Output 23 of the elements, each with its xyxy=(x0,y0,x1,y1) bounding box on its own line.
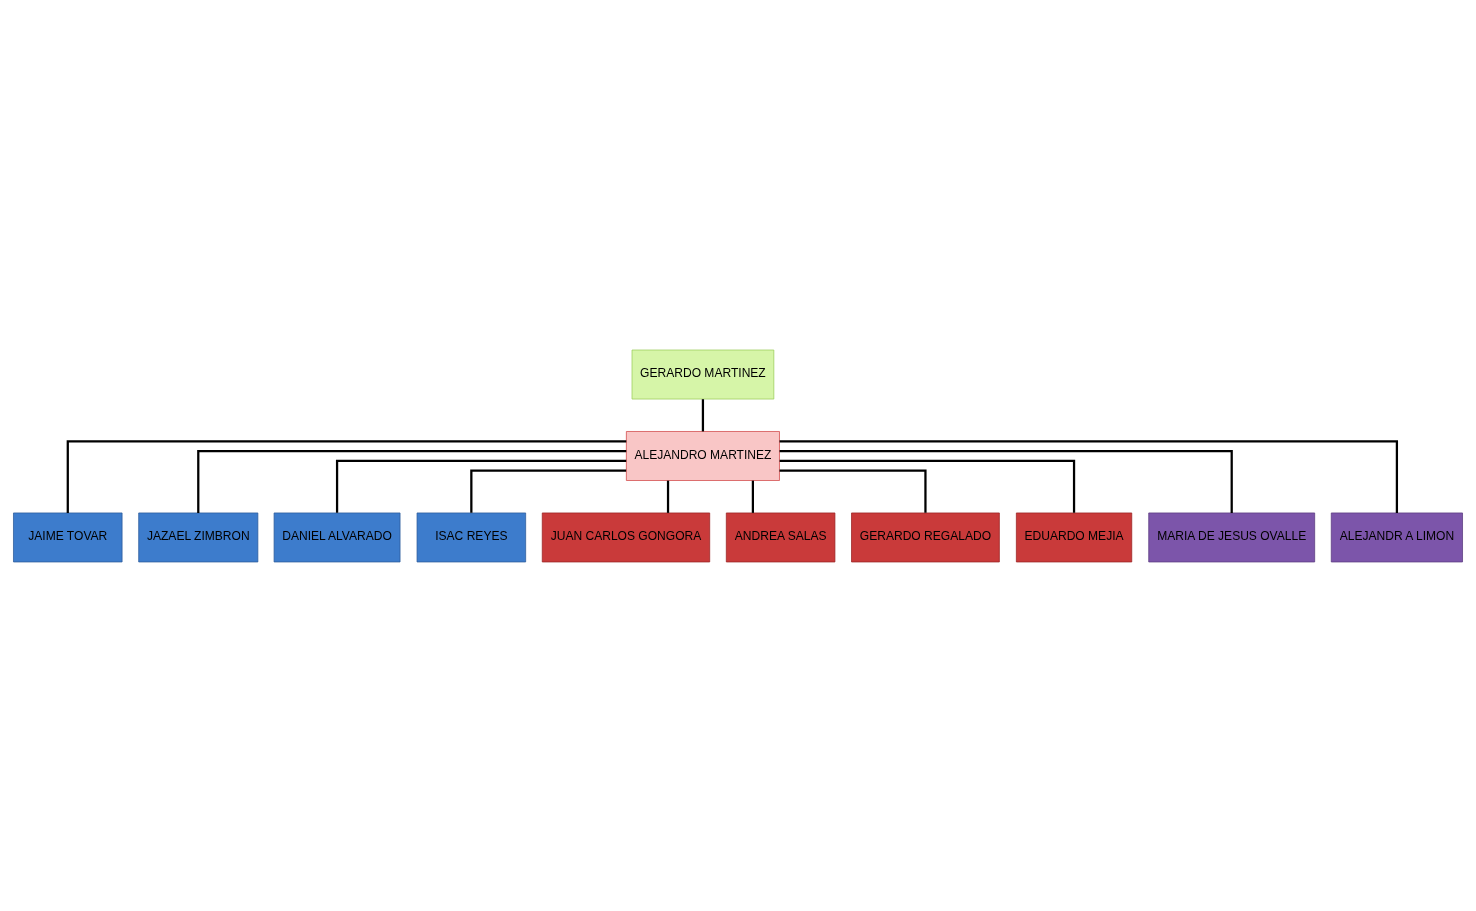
node-box: EDUARDO MEJIA xyxy=(1015,512,1133,562)
connector xyxy=(779,449,1233,513)
connector xyxy=(470,469,627,513)
connector xyxy=(197,449,627,513)
node-box: DANIEL ALVARADO xyxy=(273,512,401,562)
connector xyxy=(779,469,927,513)
connector xyxy=(335,459,627,513)
node-box: GERARDO MARTINEZ xyxy=(631,349,775,399)
node-box: JAZAEL ZIMBRON xyxy=(138,512,259,562)
node-box: ISAC REYES xyxy=(416,512,527,562)
node-box: JAIME TOVAR xyxy=(13,512,123,562)
connector xyxy=(779,439,1399,513)
node-box: GERARDO REGALADO xyxy=(851,512,1000,562)
node-box: ANDREA SALAS xyxy=(725,512,836,562)
connector xyxy=(751,480,755,513)
connector xyxy=(779,459,1076,513)
node-box: JUAN CARLOS GONGORA xyxy=(541,512,711,562)
connector xyxy=(66,439,627,513)
connector xyxy=(666,480,670,513)
connector xyxy=(701,398,705,431)
node-box: ALEJANDR A LIMON xyxy=(1330,512,1463,562)
node-box: ALEJANDRO MARTINEZ xyxy=(626,430,780,481)
node-box: MARIA DE JESUS OVALLE xyxy=(1148,512,1316,562)
